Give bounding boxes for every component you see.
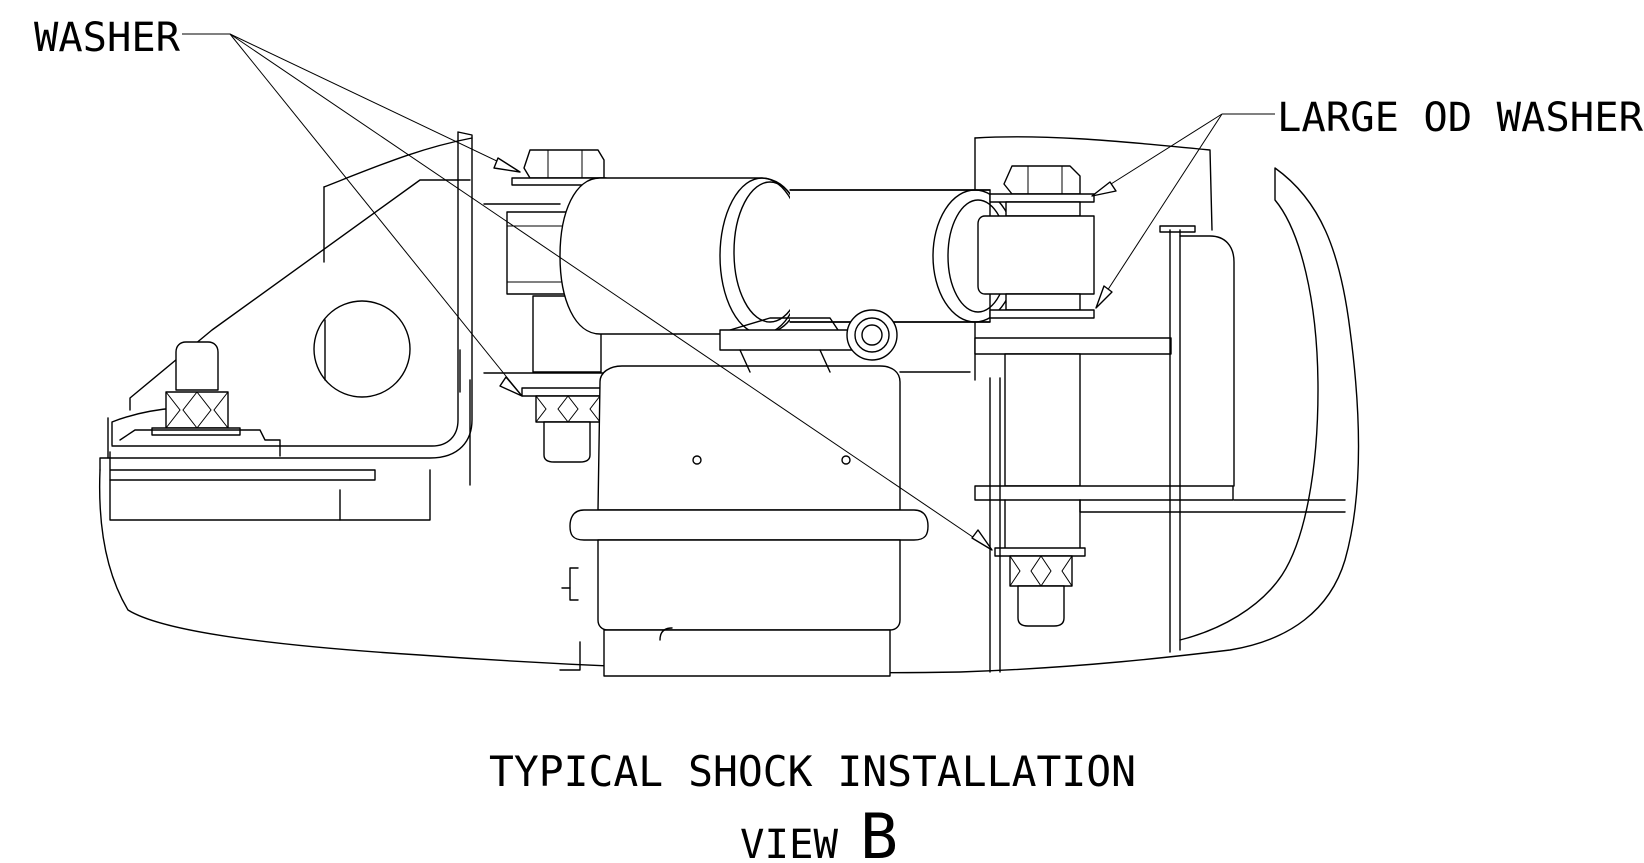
left-lower-nut — [521, 387, 609, 463]
left-bracket — [107, 179, 471, 521]
washer-leaders — [182, 33, 993, 551]
shock-body — [559, 177, 1018, 335]
left-bracket-nut — [119, 341, 281, 457]
air-bag — [559, 365, 929, 677]
large-od-washer-leaders — [1091, 113, 1275, 309]
washer-callout: WASHER — [34, 15, 181, 61]
right-frame-plate — [989, 225, 1346, 673]
caption-view-word: VIEW — [740, 822, 839, 863]
right-shock-eye — [974, 165, 1234, 627]
large-od-washer-callout: LARGE OD WASHER — [1277, 95, 1644, 141]
caption-view-letter: B — [860, 800, 898, 863]
link-fitting — [719, 309, 971, 373]
caption-title: TYPICAL SHOCK INSTALLATION — [489, 747, 1136, 796]
upper-left-mount — [483, 149, 621, 374]
